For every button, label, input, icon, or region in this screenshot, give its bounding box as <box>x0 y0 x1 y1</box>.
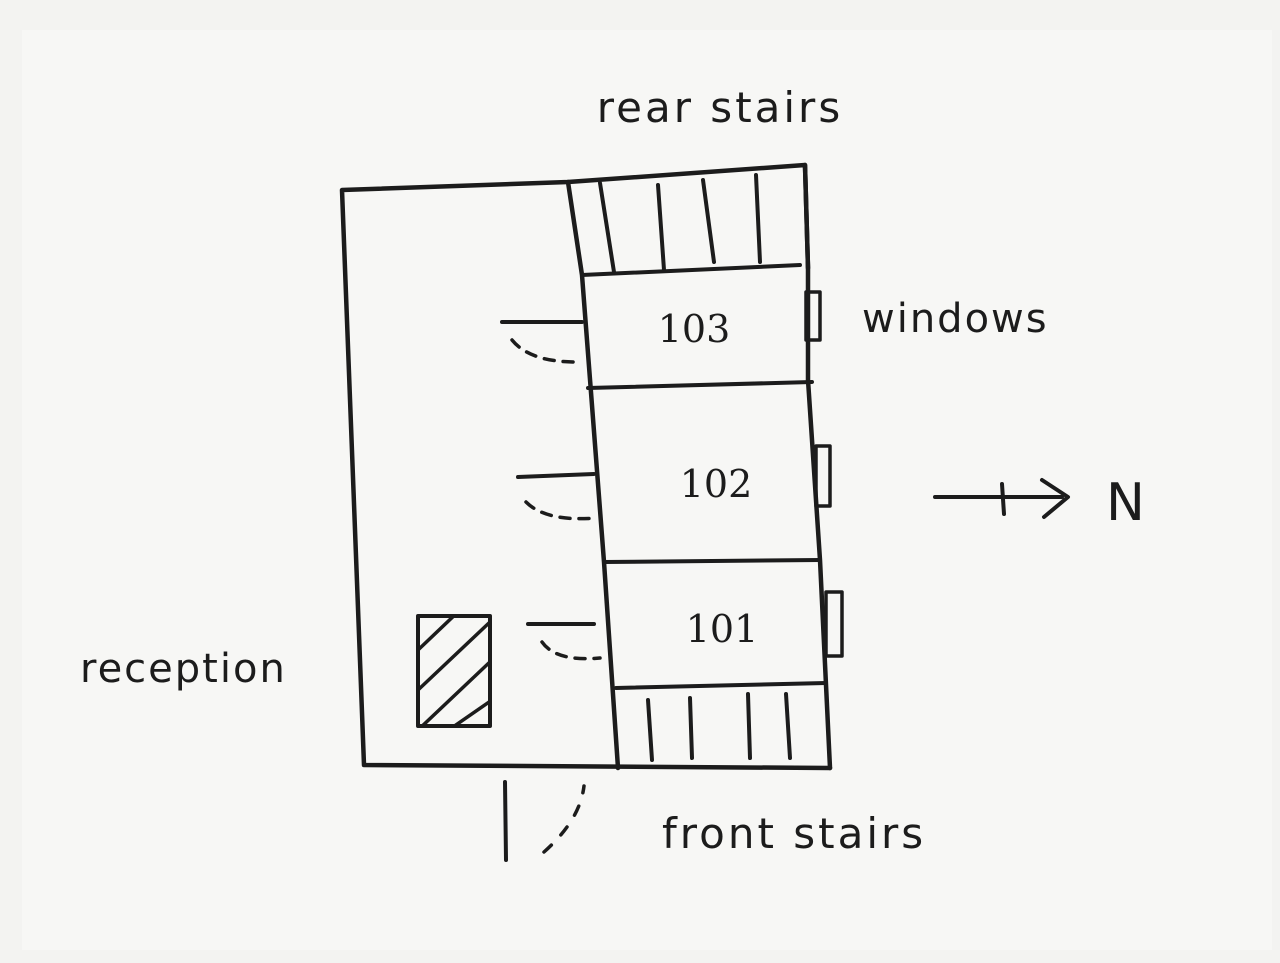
room-block-wall <box>565 179 621 771</box>
room-divider-102-101 <box>602 558 822 564</box>
front-stairs <box>646 692 792 762</box>
door-103 <box>500 320 584 364</box>
rear-stairs-label: rear stairs <box>597 83 843 132</box>
reception-desk <box>416 614 492 728</box>
window-102 <box>814 444 832 508</box>
north-label: N <box>1106 473 1145 533</box>
room-number-101: 101 <box>686 607 759 651</box>
rear-stairs <box>580 173 802 277</box>
window-101 <box>824 590 844 658</box>
room-block-east-wall <box>802 162 833 771</box>
room-number-103: 103 <box>658 307 731 351</box>
entrance-door <box>503 780 586 862</box>
door-102 <box>516 472 598 521</box>
door-101 <box>526 622 602 661</box>
windows-label: windows <box>862 296 1049 342</box>
north-arrow <box>933 478 1070 519</box>
room-divider-103-102 <box>586 380 814 390</box>
window-103 <box>804 290 822 342</box>
reception-label: reception <box>80 646 287 692</box>
front-stairs-label: front stairs <box>662 809 926 858</box>
room-number-102: 102 <box>680 462 753 506</box>
room-divider-101-stairs <box>614 681 828 690</box>
paper-sheet <box>22 30 1272 950</box>
